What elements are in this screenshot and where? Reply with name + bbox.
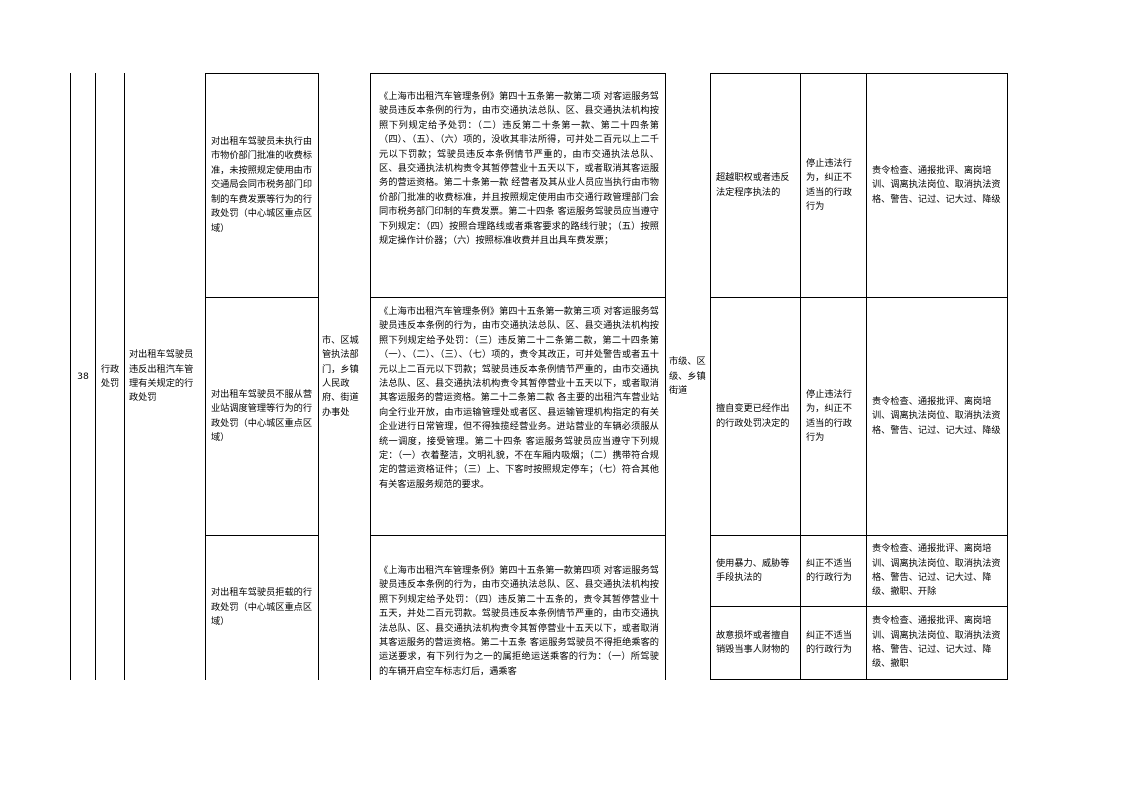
duty-measure: 纠正不适当的行政行为 — [806, 629, 852, 655]
subitem-name: 对出租车驾驶员不服从营业站调度管理等行为的行政处罚（中心城区重点区域） — [211, 388, 313, 443]
row-number: 38 — [77, 370, 89, 382]
legal-basis: 《上海市出租汽车管理条例》第四十五条第一款第二项 对客运服务驾驶员违反本条例的行… — [379, 91, 659, 247]
subitem-name: 对出租车驾驶员未执行由市物价部门批准的收费标准，未按照规定使用由市交通局会同市税… — [211, 136, 313, 234]
duty-situation: 故意损坏或者擅自销毁当事人财物的 — [716, 629, 790, 655]
duty-accountability: 责令检查、通报批评、离岗培训、调离执法岗位、取消执法资格、警告、记过、记大过、降… — [872, 395, 1001, 436]
duty-measure: 纠正不适当的行政行为 — [806, 557, 852, 583]
duty-accountability: 责令检查、通报批评、离岗培训、调离执法岗位、取消执法资格、警告、记过、记大过、降… — [872, 615, 1001, 670]
item-name-cell: 对出租车驾驶员违反出租汽车管理有关规定的行政处罚 — [129, 349, 194, 404]
category-cell: 行政处罚 — [100, 364, 120, 389]
duty-situation: 超越职权或者违反法定程序执法的 — [716, 172, 790, 198]
duty-accountability: 责令检查、通报批评、离岗培训、调离执法岗位、取消执法资格、警告、记过、记大过、降… — [872, 164, 1001, 205]
subitem-name: 对出租车驾驶员拒载的行政处罚（中心城区重点区域） — [211, 587, 313, 628]
duty-situation: 擅自变更已经作出的行政处罚决定的 — [716, 403, 790, 429]
duty-accountability: 责令检查、通报批评、离岗培训、调离执法岗位、取消执法资格、警告、记过、记大过、降… — [872, 543, 1001, 598]
duty-situation: 使用暴力、威胁等手段执法的 — [716, 557, 790, 583]
legal-basis: 《上海市出租汽车管理条例》第四十五条第一款第四项 对客运服务驾驶员违反本条例的行… — [379, 565, 659, 677]
legal-basis: 《上海市出租汽车管理条例》第四十五条第一款第三项 对客运服务驾驶员违反本条例的行… — [379, 306, 659, 490]
level-cell: 市级、区级、乡镇街道 — [669, 356, 706, 397]
duty-measure: 停止违法行为，纠正不适当的行政行为 — [806, 388, 852, 443]
duty-measure: 停止违法行为，纠正不适当的行政行为 — [806, 157, 852, 212]
enforcer-cell: 市、区城管执法部门，乡镇人民政府、街道办事处 — [322, 334, 359, 418]
